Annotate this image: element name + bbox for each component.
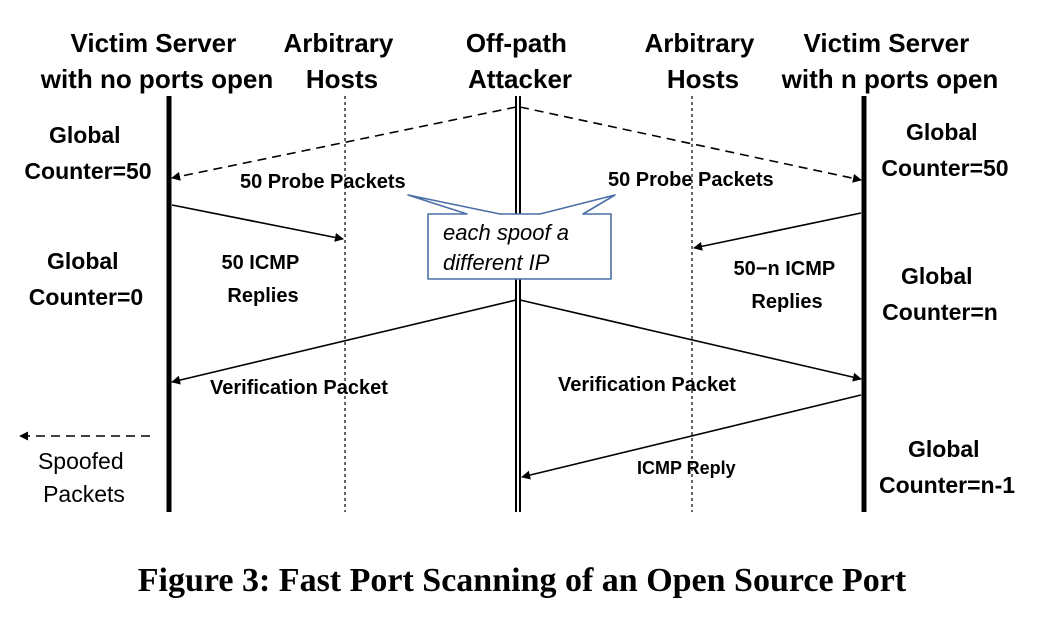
callout-box	[407, 194, 616, 280]
probe-arrow-left	[171, 106, 517, 181]
counter-right-final: Global Counter=n-1	[879, 436, 1015, 498]
label-probe-left: 50 Probe Packets	[240, 171, 406, 193]
label-icmp-reply: ICMP Reply	[637, 458, 736, 478]
label-probe-right: 50 Probe Packets	[608, 169, 774, 191]
header-attacker: Off-path Attacker	[466, 28, 574, 94]
verify-arrow-left	[171, 299, 517, 385]
header-hosts-left: Arbitrary Hosts	[283, 28, 400, 94]
callout-text: each spoof a different IP	[443, 220, 575, 275]
counter-left-after: Global Counter=0	[29, 248, 143, 310]
figure-caption: Figure 3: Fast Port Scanning of an Open …	[138, 562, 907, 599]
header-victim-closed: Victim Server with no ports open	[40, 28, 274, 94]
label-icmp-right: 50−n ICMP Replies	[734, 258, 841, 313]
icmp-reply-arrow	[521, 394, 862, 480]
counter-right-initial: Global Counter=50	[881, 119, 1008, 181]
icmp-arrow-right	[693, 212, 862, 251]
counter-left-initial: Global Counter=50	[24, 122, 151, 184]
label-spoofed: Spoofed Packets	[38, 448, 130, 507]
probe-arrow-right	[519, 106, 862, 183]
counter-right-after: Global Counter=n	[882, 263, 998, 325]
icmp-arrow-left	[171, 204, 344, 242]
label-verify-left: Verification Packet	[210, 377, 388, 399]
header-hosts-right: Arbitrary Hosts	[644, 28, 761, 94]
header-victim-open: Victim Server with n ports open	[781, 28, 999, 94]
label-verify-right: Verification Packet	[558, 374, 736, 396]
verify-arrow-right	[519, 299, 862, 382]
label-icmp-left: 50 ICMP Replies	[221, 252, 304, 307]
